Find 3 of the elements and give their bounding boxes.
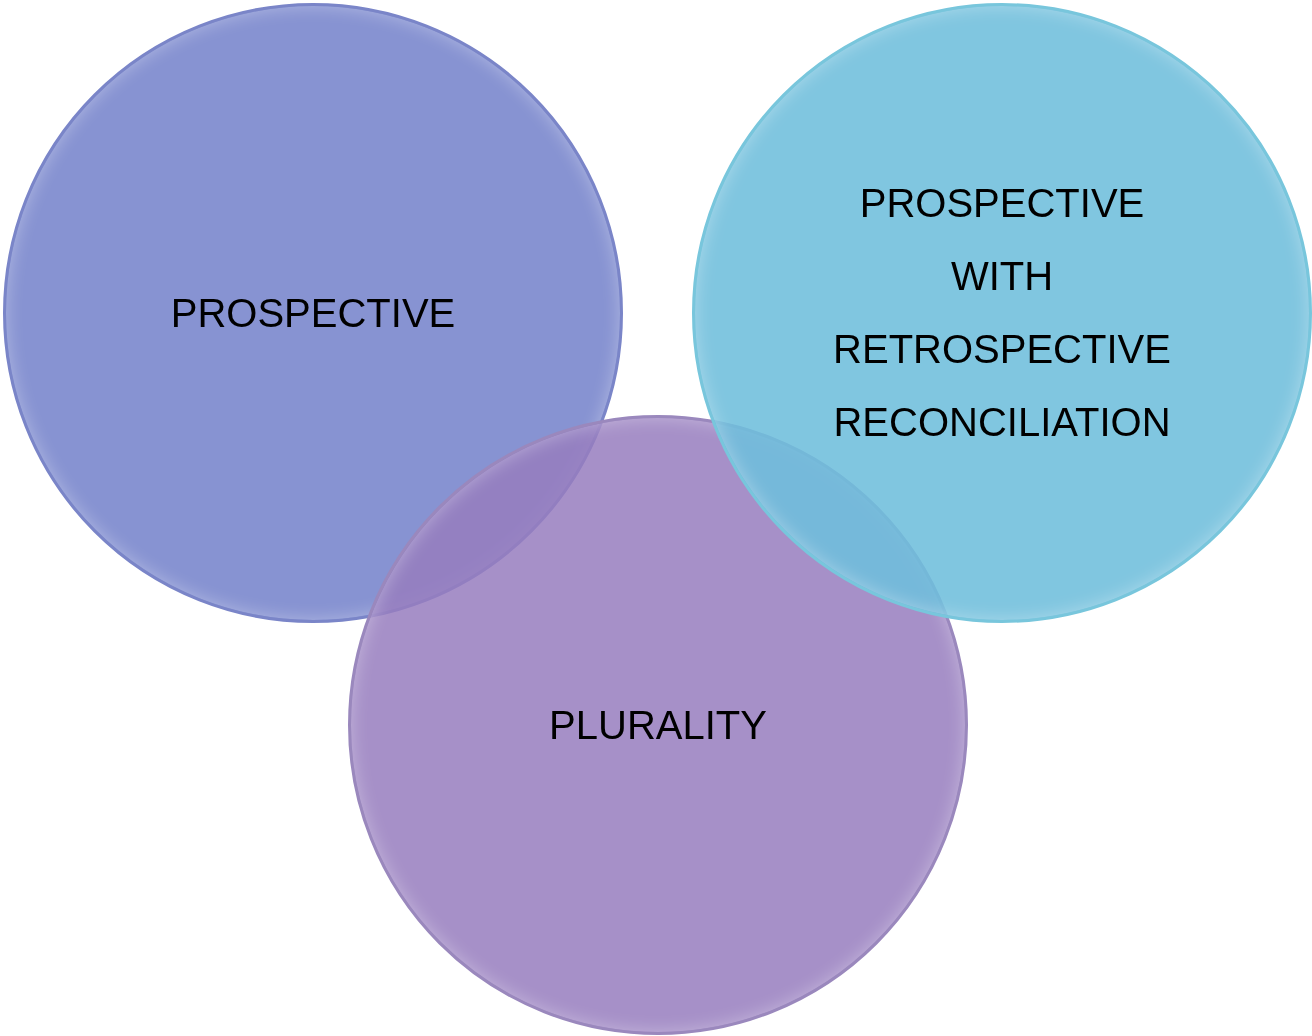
circle-label: PROSPECTIVE WITH RETROSPECTIVE RECONCILIATION — [832, 180, 1172, 446]
circle-label: PLURALITY — [549, 701, 767, 749]
circle-label: PROSPECTIVE — [170, 289, 456, 337]
